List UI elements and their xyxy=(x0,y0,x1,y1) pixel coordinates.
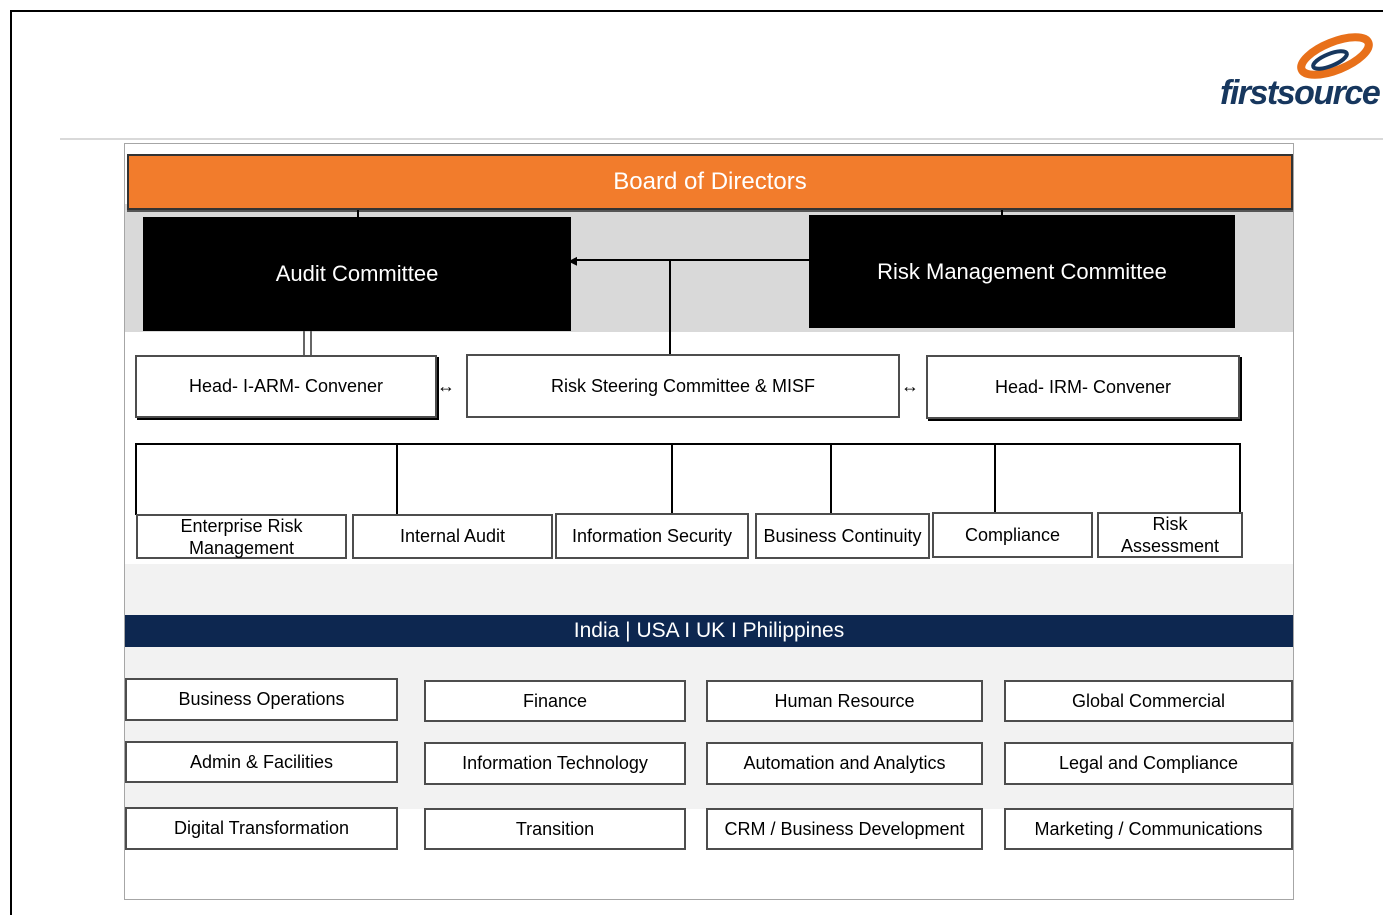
audit-committee: Audit Committee xyxy=(143,217,571,331)
risk-steering-committee: Risk Steering Committee & MISF xyxy=(466,354,900,418)
connector-to-steering xyxy=(669,260,671,355)
function-information-security: Information Security xyxy=(555,513,749,559)
connector-audit-head-b xyxy=(310,331,312,355)
head-iarm-convener: Head- I-ARM- Convener xyxy=(135,355,437,418)
function-internal-audit: Internal Audit xyxy=(352,514,553,559)
connector-board-risk xyxy=(1001,210,1003,216)
function-tree-left xyxy=(135,443,137,515)
regions-bar: India | USA I UK I Philippines xyxy=(125,615,1293,647)
double-arrow-icon: ↔ xyxy=(437,376,455,396)
function-tree-top xyxy=(135,443,1241,445)
head-irm-convener: Head- IRM- Convener xyxy=(926,355,1240,419)
connector-board-audit xyxy=(357,210,359,218)
dept-global-commercial: Global Commercial xyxy=(1004,680,1293,722)
dept-transition: Transition xyxy=(424,808,686,850)
function-business-continuity: Business Continuity xyxy=(755,513,930,559)
function-risk-assessment: Risk Assessment xyxy=(1097,512,1243,558)
function-compliance: Compliance xyxy=(932,512,1093,558)
dept-business-operations: Business Operations xyxy=(125,678,398,721)
risk-management-committee: Risk Management Committee xyxy=(809,215,1235,328)
page-frame xyxy=(10,10,1383,915)
dept-legal-compliance: Legal and Compliance xyxy=(1004,742,1293,785)
arrow-left-icon: ◂ xyxy=(568,250,578,270)
dept-automation-analytics: Automation and Analytics xyxy=(706,742,983,785)
dept-crm-business-development: CRM / Business Development xyxy=(706,808,983,850)
board-of-directors: Board of Directors xyxy=(127,154,1293,210)
logo-wordmark: firstsource xyxy=(1220,74,1381,112)
firstsource-logo: firstsource xyxy=(1220,30,1381,120)
swoosh-icon xyxy=(1297,33,1373,79)
dept-information-technology: Information Technology xyxy=(424,742,686,785)
function-tree-drop xyxy=(396,443,398,515)
connector-risk-to-audit xyxy=(577,259,809,261)
double-arrow-icon: ↔ xyxy=(901,376,919,396)
connector-audit-head-a xyxy=(303,331,305,355)
dept-admin-facilities: Admin & Facilities xyxy=(125,741,398,783)
function-enterprise-risk: Enterprise Risk Management xyxy=(136,514,347,559)
dept-finance: Finance xyxy=(424,680,686,722)
org-chart: Board of Directors Audit Committee Risk … xyxy=(124,143,1294,900)
function-tree-right xyxy=(1239,443,1241,515)
dept-marketing-communications: Marketing / Communications xyxy=(1004,808,1293,850)
dept-digital-transformation: Digital Transformation xyxy=(125,807,398,850)
function-tree-drop xyxy=(994,443,996,515)
dept-human-resource: Human Resource xyxy=(706,680,983,722)
header-divider xyxy=(60,138,1383,140)
function-tree-drop xyxy=(671,443,673,515)
function-tree-drop xyxy=(830,443,832,515)
